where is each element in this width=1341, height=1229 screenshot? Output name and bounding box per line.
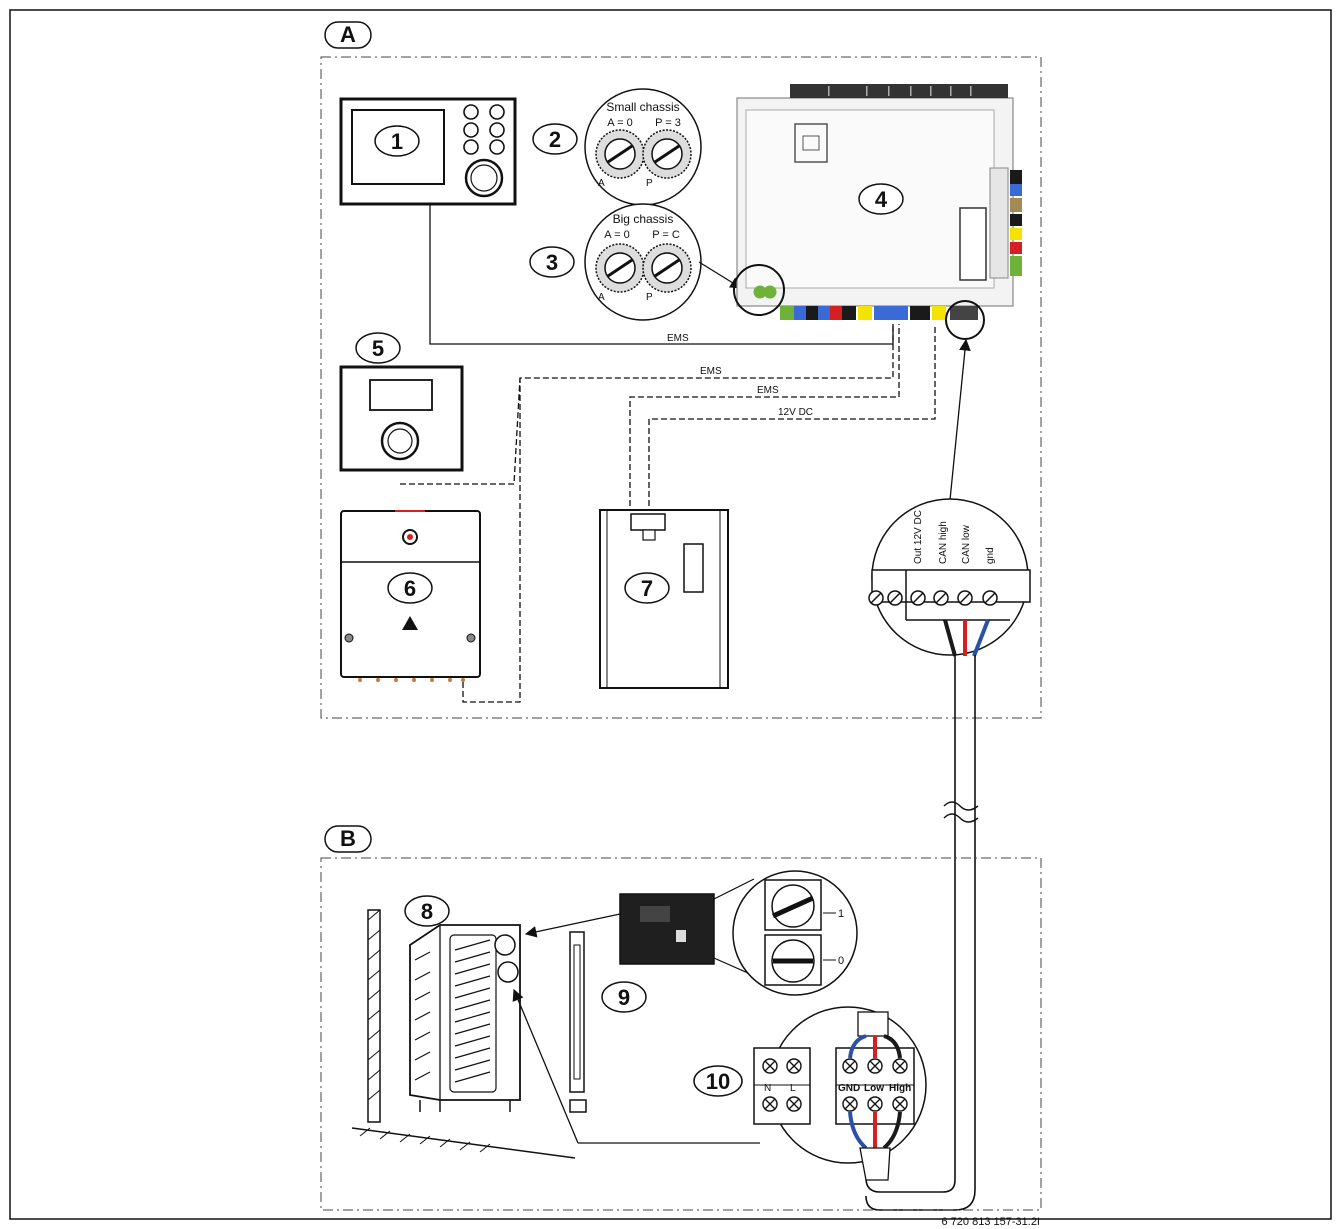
svg-text:1: 1 <box>391 129 403 154</box>
can-terminal-zoom-top: Out 12V DC CAN high CAN low gnd <box>868 498 1031 657</box>
svg-text:9: 9 <box>618 985 630 1010</box>
document-code: 6 720 813 157-31.2I <box>942 1216 1040 1228</box>
svg-text:A = 0: A = 0 <box>607 117 632 129</box>
board-location-arrow <box>524 913 621 938</box>
callout-4: 4 <box>858 183 904 215</box>
callout-6: 6 <box>387 572 433 604</box>
svg-text:8: 8 <box>421 899 433 924</box>
svg-text:4: 4 <box>875 187 888 212</box>
room-controller <box>339 365 464 472</box>
can-bus-cable <box>865 655 976 1211</box>
svg-text:0: 0 <box>838 955 844 967</box>
callout-2: 2 <box>532 123 578 155</box>
svg-text:L: L <box>790 1083 796 1094</box>
terminal-zoom-arrow <box>949 338 971 501</box>
svg-text:3: 3 <box>546 250 558 275</box>
callout-5: 5 <box>355 332 401 364</box>
callout-8: 8 <box>404 895 450 927</box>
svg-text:2: 2 <box>549 127 561 152</box>
page-border <box>9 9 1332 1220</box>
warning-icon <box>402 616 418 630</box>
dial-location-highlight <box>733 264 785 316</box>
svg-text:B: B <box>340 826 356 851</box>
svg-text:GND: GND <box>838 1083 860 1094</box>
svg-text:gnd: gnd <box>985 547 996 564</box>
svg-text:Out 12V DC: Out 12V DC <box>913 510 924 564</box>
svg-text:CAN low: CAN low <box>961 524 972 564</box>
svg-text:CAN high: CAN high <box>938 521 949 564</box>
svg-text:P = C: P = C <box>652 229 680 241</box>
svg-text:EMS: EMS <box>700 366 722 377</box>
rotary-switch-zoom: 1 0 <box>732 870 858 996</box>
svg-text:N: N <box>764 1083 771 1094</box>
svg-text:Big chassis: Big chassis <box>613 212 674 226</box>
svg-text:Low: Low <box>864 1083 884 1094</box>
section-b-label: B <box>324 825 372 853</box>
small-chassis-dial: Small chassis A = 0 P = 3 A P <box>584 88 702 206</box>
svg-text:1: 1 <box>838 908 844 920</box>
svg-text:P: P <box>646 178 653 189</box>
callout-3: 3 <box>529 246 575 278</box>
ems-wiring <box>400 204 936 703</box>
callout-9: 9 <box>601 981 647 1013</box>
big-chassis-dial: Big chassis A = 0 P = C A P <box>584 203 702 321</box>
can-terminal-zoom-bottom: N L GND Low High <box>753 1006 927 1181</box>
callout-1: 1 <box>374 125 420 157</box>
svg-text:A: A <box>340 22 356 47</box>
svg-text:P: P <box>646 292 653 303</box>
svg-text:10: 10 <box>706 1069 730 1094</box>
section-a-boundary <box>320 56 1042 719</box>
svg-text:EMS: EMS <box>757 385 779 396</box>
outdoor-control-board <box>619 893 715 965</box>
svg-text:EMS: EMS <box>667 333 689 344</box>
section-a-label: A <box>324 21 372 49</box>
cable-break-symbol <box>943 801 979 823</box>
svg-text:12V DC: 12V DC <box>778 407 813 418</box>
service-cover-panel <box>569 931 587 1113</box>
svg-text:A = 0: A = 0 <box>604 229 629 241</box>
section-b-boundary <box>320 857 1042 1211</box>
svg-text:7: 7 <box>641 576 653 601</box>
svg-text:6: 6 <box>404 576 416 601</box>
svg-text:A: A <box>598 178 605 189</box>
controller-unit <box>339 97 517 206</box>
expansion-module <box>599 509 729 689</box>
svg-text:High: High <box>889 1083 911 1094</box>
svg-text:5: 5 <box>372 336 384 361</box>
callout-7: 7 <box>624 572 670 604</box>
outdoor-heat-pump <box>351 909 576 1159</box>
room-controller-knob-icon <box>380 421 420 461</box>
svg-text:Small chassis: Small chassis <box>606 100 679 114</box>
callout-10: 10 <box>693 1065 743 1097</box>
controller-buttons-icon <box>463 104 505 155</box>
svg-text:A: A <box>598 292 605 303</box>
svg-text:P = 3: P = 3 <box>655 117 681 129</box>
